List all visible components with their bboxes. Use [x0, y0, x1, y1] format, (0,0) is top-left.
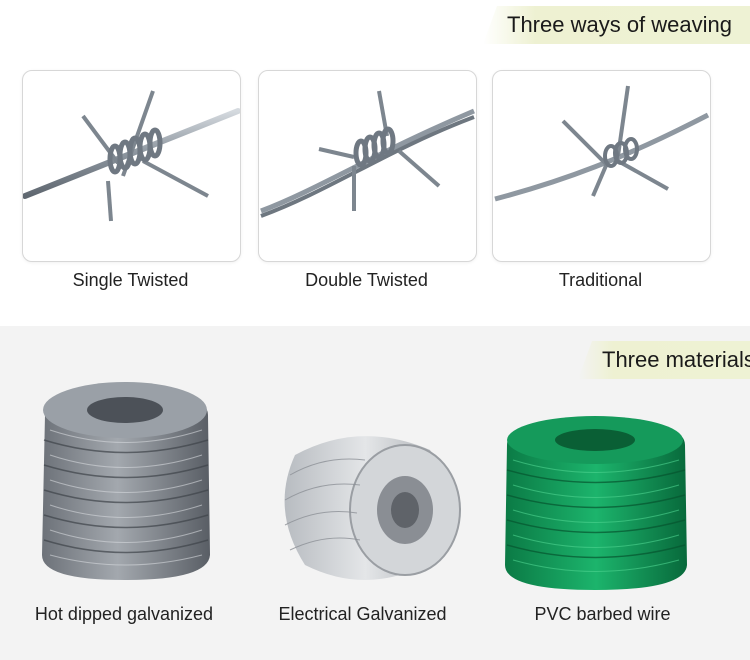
materials-section-heading: Three materials: [578, 341, 750, 379]
weaving-label-single-twisted: Single Twisted: [72, 270, 189, 290]
weaving-label-double-twisted: Double Twisted: [305, 270, 428, 290]
hot-dipped-galvanized-coil-image: [42, 382, 210, 580]
material-label-hot-dipped: Hot dipped galvanized: [34, 604, 214, 624]
material-label-pvc: PVC barbed wire: [534, 604, 671, 624]
materials-heading-text: Three materials: [602, 347, 750, 372]
traditional-wire-image: [494, 85, 710, 202]
single-twisted-card: [22, 70, 241, 262]
traditional-card: [492, 70, 711, 262]
material-label-electrical: Electrical Galvanized: [278, 604, 447, 624]
pvc-barbed-wire-coil-image: [505, 416, 687, 590]
double-twisted-wire-image: [260, 90, 475, 218]
weaving-heading-text: Three ways of weaving: [507, 12, 732, 37]
weaving-section-heading: Three ways of weaving: [483, 6, 750, 44]
electrical-galvanized-coil-image: [284, 436, 461, 580]
single-twisted-wire-image: [23, 90, 240, 222]
double-twisted-card: [258, 70, 477, 262]
weaving-label-traditional: Traditional: [558, 270, 643, 290]
